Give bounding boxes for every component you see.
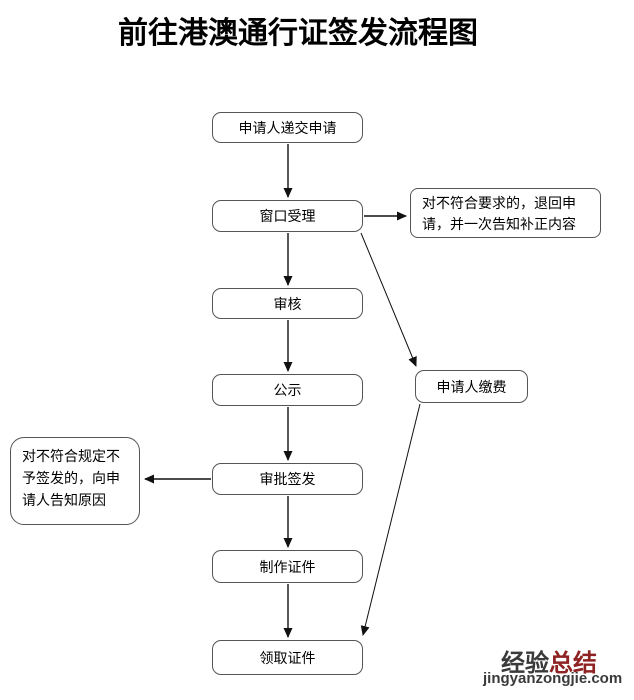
flow-node-produce-label: 制作证件: [259, 558, 316, 575]
reject-note-line-3: 请人告知原因: [22, 492, 106, 508]
reject-note-line-1: 对不符合规定不: [22, 448, 120, 464]
flow-node-publicity: 公示: [212, 374, 363, 406]
flow-node-submit-label: 申请人递交申请: [238, 119, 337, 136]
flow-node-review-label: 审核: [273, 295, 302, 312]
return-note-line-1: 对不符合要求的，退回申: [422, 195, 576, 211]
watermark-brand-red: 总结: [549, 650, 597, 677]
flow-node-submit: 申请人递交申请: [212, 112, 363, 143]
flow-node-reject-note: 对不符合规定不 予签发的，向申 请人告知原因: [10, 437, 140, 525]
flow-node-collect: 领取证件: [212, 640, 363, 675]
flow-node-produce: 制作证件: [212, 550, 363, 583]
flow-node-review: 审核: [212, 288, 363, 319]
watermark-brand: 经验总结: [501, 643, 597, 678]
arrow-pay-to-collect: [360, 403, 421, 636]
flow-node-pay: 申请人缴费: [415, 370, 528, 403]
flow-node-return-note: 对不符合要求的，退回申 请，并一次告知补正内容: [410, 188, 601, 238]
watermark-brand-dark: 经验: [501, 650, 549, 677]
watermark-domain: jingyanzongjie.com: [483, 670, 623, 687]
return-note-line-2: 请，并一次告知补正内容: [422, 216, 576, 232]
flow-node-approve-label: 审批签发: [259, 471, 316, 487]
flow-node-pay-label: 申请人缴费: [436, 378, 507, 395]
arrow-accept-to-pay: [360, 232, 417, 367]
page-title: 前往港澳通行证签发流程图: [118, 17, 478, 50]
reject-note-line-2: 予签发的，向申: [22, 470, 120, 486]
flow-node-collect-label: 领取证件: [259, 649, 316, 666]
flow-node-approve: 审批签发: [212, 463, 363, 495]
flow-node-accept-label: 窗口受理: [259, 208, 316, 224]
flow-node-publicity-label: 公示: [273, 382, 302, 398]
flow-node-accept: 窗口受理: [212, 200, 363, 232]
